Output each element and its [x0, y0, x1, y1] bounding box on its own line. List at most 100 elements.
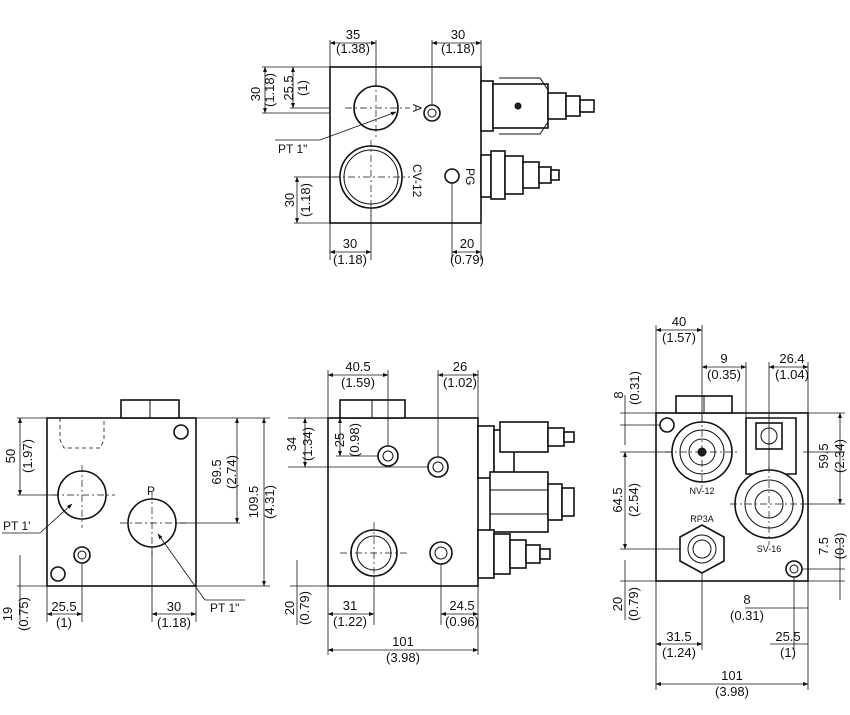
dim-value-inch: (0.75) — [16, 597, 31, 631]
middle-hole — [429, 541, 453, 565]
dim-value: 35 — [346, 27, 360, 42]
dim-value-inch: (2.74) — [224, 455, 239, 489]
top-pg-hole — [444, 168, 460, 184]
rp3a-valve — [679, 524, 725, 574]
dim-value: 8 — [611, 391, 626, 398]
dim-value: 109.5 — [246, 486, 261, 519]
dim-value-inch: (1.02) — [443, 375, 477, 390]
dim-value: 30 — [248, 87, 263, 101]
dim-value: 19 — [0, 607, 15, 621]
dim-value-inch: (0.79) — [297, 591, 312, 625]
dim-value: 20 — [460, 236, 474, 251]
dim-value-inch: (1.18) — [441, 41, 475, 56]
mark-pg: PG — [463, 168, 477, 185]
middle-hole — [377, 445, 399, 467]
left-small-hole — [173, 424, 189, 440]
dim-value: 7.5 — [816, 537, 831, 555]
top-gauge-hole — [423, 104, 441, 122]
sv16-valve — [730, 417, 808, 545]
dim-value: 31.5 — [666, 629, 691, 644]
dim-value-inch: (0.3) — [832, 533, 847, 560]
dim-value-inch: (1.59) — [341, 375, 375, 390]
middle-hole — [427, 456, 449, 478]
dim-value-inch: (3.98) — [715, 684, 749, 699]
leader-line — [319, 111, 397, 141]
label-rp3a: RP3A — [690, 514, 714, 524]
dim-value: 34 — [284, 437, 299, 451]
dim-value-inch: (0.79) — [626, 587, 641, 621]
dim-value-inch: (0.79) — [450, 252, 484, 267]
middle-solenoid-upper — [477, 421, 575, 479]
right-small-hole — [659, 417, 675, 433]
dim-value: 30 — [451, 27, 465, 42]
dim-value: 25 — [332, 433, 347, 447]
dim-value: 40 — [672, 314, 686, 329]
dim-value: 25.5 — [775, 629, 800, 644]
left-small-hole — [50, 566, 66, 582]
right-small-hole — [785, 560, 803, 578]
dim-value-inch: (1) — [780, 645, 796, 660]
dim-value: 9 — [720, 351, 727, 366]
dim-value-inch: (2.54) — [626, 483, 641, 517]
port-label-pt1: PT 1" — [278, 142, 307, 156]
port-label-right: PT 1" — [210, 601, 239, 615]
middle-view: 40.5 (1.59) 26 (1.02) 34 (1.34) 25 (0.98… — [282, 359, 575, 665]
dim-value: 30 — [167, 599, 181, 614]
dim-value-inch: (1.18) — [333, 252, 367, 267]
leader-line — [39, 503, 73, 534]
dim-value-inch: (1.38) — [336, 41, 370, 56]
right-view: NV-12 SV-16 RP3A 40 (1.57) 9 (0.35) — [610, 314, 847, 699]
dim-value-inch: (1) — [295, 80, 310, 96]
dim-value: 59.5 — [816, 443, 831, 468]
dim-value-inch: (1.18) — [298, 183, 313, 217]
dim-value-inch: (1) — [56, 615, 72, 630]
label-sv16: SV-16 — [757, 544, 782, 554]
valve-label-cv12: CV-12 — [410, 164, 424, 198]
dim-value-inch: (0.31) — [627, 371, 642, 405]
dim-value-inch: (2.34) — [832, 439, 847, 473]
dim-value: 31 — [343, 598, 357, 613]
left-small-hole — [73, 546, 91, 564]
top-solenoid-valve — [480, 77, 595, 135]
dim-value-inch: (0.31) — [730, 608, 764, 623]
dim-value: 25.5 — [51, 599, 76, 614]
dim-value-inch: (1.34) — [300, 427, 315, 461]
mark-p: P — [147, 484, 155, 498]
dim-value: 30 — [343, 236, 357, 251]
left-view: P PT 1' PT 1" 50 (1.97) 19 (0.75) 69.5 (… — [0, 399, 277, 631]
dim-value: 101 — [721, 668, 743, 683]
middle-solenoid-lower — [489, 471, 575, 533]
dim-value-inch: (1.57) — [662, 330, 696, 345]
dim-value: 25.5 — [281, 75, 296, 100]
top-view: CV-12 A PG PT 1" 35 (1.38) 30 (1.18) 30 … — [248, 27, 595, 267]
dim-value: 101 — [392, 634, 414, 649]
mark-a: A — [410, 104, 424, 112]
dim-value-inch: (1.22) — [333, 614, 367, 629]
dim-value-inch: (0.98) — [347, 423, 362, 457]
dim-value-inch: (1.18) — [262, 73, 277, 107]
dim-value-inch: (1.97) — [20, 439, 35, 473]
dim-value-inch: (1.18) — [157, 615, 191, 630]
dim-value-inch: (3.98) — [386, 650, 420, 665]
dim-value-inch: (4.31) — [262, 485, 277, 519]
dim-value: 64.5 — [610, 487, 625, 512]
port-label-left: PT 1' — [3, 519, 30, 533]
leader-line — [157, 533, 206, 601]
label-nv12: NV-12 — [689, 486, 714, 496]
dim-value: 20 — [282, 601, 297, 615]
dim-value: 20 — [610, 597, 625, 611]
dim-value: 24.5 — [449, 598, 474, 613]
dim-value: 26 — [453, 359, 467, 374]
dim-value-inch: (1.04) — [775, 367, 809, 382]
dim-value: 30 — [282, 193, 297, 207]
top-gauge-hole-inner — [427, 108, 437, 118]
dim-value-inch: (0.96) — [445, 614, 479, 629]
dim-value: 8 — [743, 592, 750, 607]
middle-pressure-valve — [477, 529, 551, 579]
dim-value: 69.5 — [209, 459, 224, 484]
dim-value-inch: (0.35) — [707, 367, 741, 382]
dim-value: 50 — [3, 449, 18, 463]
dim-value: 26.4 — [779, 351, 804, 366]
top-pressure-valve — [480, 150, 560, 200]
